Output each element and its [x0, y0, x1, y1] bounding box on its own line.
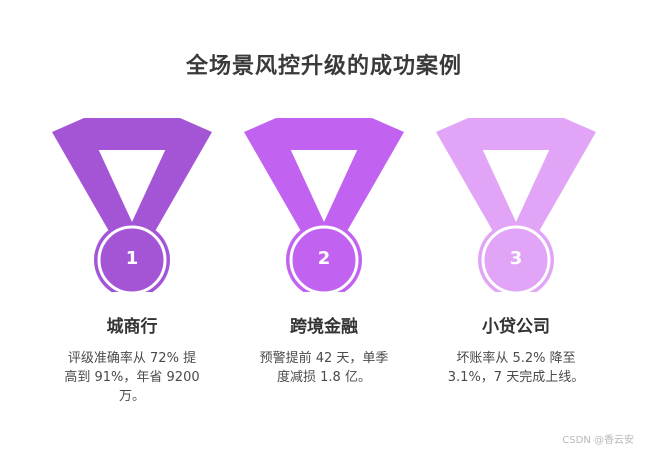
medal-disc-ring: [289, 225, 359, 292]
case-name: 城商行: [106, 317, 158, 337]
case-medal-3: 3 小贷公司 坏账率从 5.2% 降至 3.1%，7 天完成上线。: [436, 112, 616, 412]
watermark: CSDN @香云安: [562, 435, 634, 446]
ribbon-left: [52, 118, 132, 240]
ribbon-right: [516, 118, 596, 240]
ribbon-top: [468, 118, 564, 150]
case-medal-2: 2 跨境金融 预警提前 42 天，单季度减损 1.8 亿。: [244, 112, 424, 412]
medal-ribbon-icon: [244, 118, 404, 292]
case-name: 小贷公司: [482, 317, 550, 337]
ribbon-top: [84, 118, 180, 150]
case-number: 2: [317, 248, 331, 269]
case-number: 3: [509, 248, 523, 269]
ribbon-left: [244, 118, 324, 240]
medal-disc: [286, 222, 362, 292]
medal-disc-ring: [481, 225, 551, 292]
ribbon-right: [324, 118, 404, 240]
case-description: 评级准确率从 72% 提高到 91%，年省 9200 万。: [64, 351, 200, 404]
case-number: 1: [125, 248, 139, 269]
medal-disc: [478, 222, 554, 292]
ribbon-right: [132, 118, 212, 240]
page-title: 全场景风控升级的成功案例: [185, 54, 462, 79]
ribbon-top: [276, 118, 372, 150]
medal-ribbon-icon: [52, 118, 212, 292]
medal-ribbon-icon: [436, 118, 596, 292]
case-description: 预警提前 42 天，单季度减损 1.8 亿。: [259, 351, 389, 385]
medal-disc: [94, 222, 170, 292]
case-description: 坏账率从 5.2% 降至 3.1%，7 天完成上线。: [447, 351, 585, 385]
case-name: 跨境金融: [290, 317, 358, 337]
case-medal-1: 1 城商行 评级准确率从 72% 提高到 91%，年省 9200 万。: [52, 112, 232, 412]
medal-disc-ring: [97, 225, 167, 292]
ribbon-left: [436, 118, 516, 240]
